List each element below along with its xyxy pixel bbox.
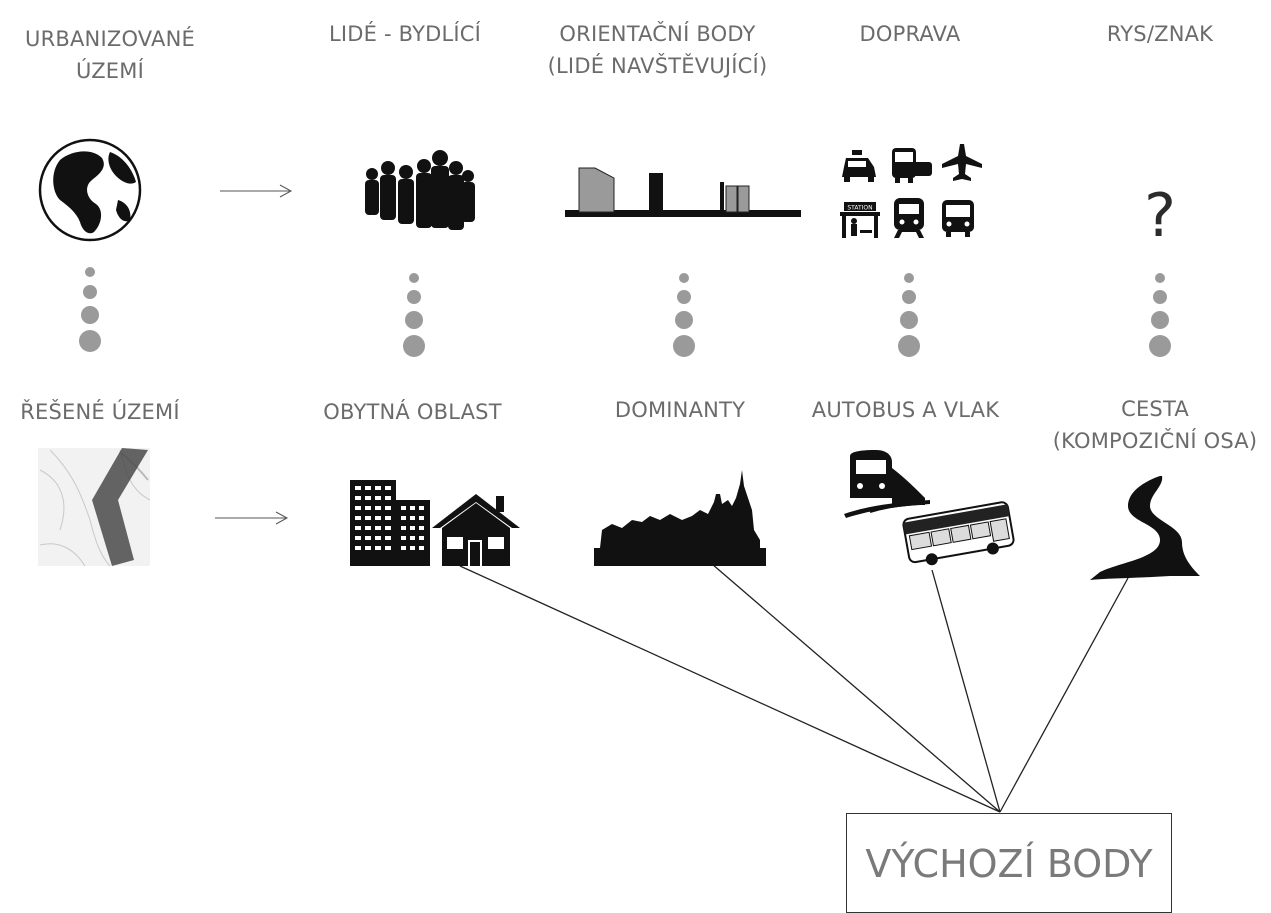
bus-side xyxy=(902,501,1015,566)
label-landmarks: ORIENTAČNÍ BODY(LIDÉ NAVŠTĚVUJÍCÍ) xyxy=(547,22,768,78)
label-people: LIDÉ - BYDLÍCÍ xyxy=(328,22,482,46)
label-transport: DOPRAVA xyxy=(859,22,961,46)
train-bus-icon xyxy=(844,450,1015,566)
label-bus-train: AUTOBUS A VLAK xyxy=(811,398,1000,422)
connector-lines xyxy=(459,563,1129,813)
start-points-label: VÝCHOZÍ BODY xyxy=(865,842,1153,886)
label-solved: ŘEŠENÉ ÚZEMÍ xyxy=(20,400,180,424)
connector-path xyxy=(999,577,1129,813)
arrow-bottom xyxy=(215,511,289,525)
connector-bus-train xyxy=(931,569,1001,813)
label-path: CESTA(KOMPOZIČNÍ OSA) xyxy=(1052,397,1258,453)
label-dominants: DOMINANTY xyxy=(614,398,746,422)
airplane-icon xyxy=(942,144,982,181)
train-icon xyxy=(894,198,924,238)
crowd-icon xyxy=(365,150,475,230)
road-icon xyxy=(1090,476,1200,580)
dots-col-5 xyxy=(1149,273,1171,357)
dots-col-3 xyxy=(673,273,695,357)
skyline-icon xyxy=(565,167,801,217)
label-residential: OBYTNÁ OBLAST xyxy=(323,400,502,424)
connector-residential xyxy=(459,565,1001,813)
map-thumbnail xyxy=(38,448,151,567)
dot-columns xyxy=(79,267,1171,357)
start-points-box: VÝCHOZÍ BODY xyxy=(846,813,1172,913)
bus-icon xyxy=(942,200,974,237)
dots-col-1 xyxy=(79,267,101,352)
label-feature: RYS/ZNAK xyxy=(1106,22,1214,46)
connector-dominants xyxy=(711,563,1001,813)
dots-col-4 xyxy=(898,273,920,357)
globe-icon xyxy=(38,138,142,242)
dots-col-2 xyxy=(403,273,425,357)
arrow-top xyxy=(220,184,293,198)
station-icon: STATION xyxy=(840,202,880,238)
town-silhouette-icon xyxy=(594,470,766,566)
buildings-house-icon xyxy=(350,480,520,566)
taxi-icon xyxy=(842,150,876,182)
bus-car-icon xyxy=(892,148,932,183)
question-icon: ? xyxy=(1144,181,1176,251)
station-sign-text: STATION xyxy=(847,205,872,212)
transport-icons: STATION xyxy=(840,144,982,238)
